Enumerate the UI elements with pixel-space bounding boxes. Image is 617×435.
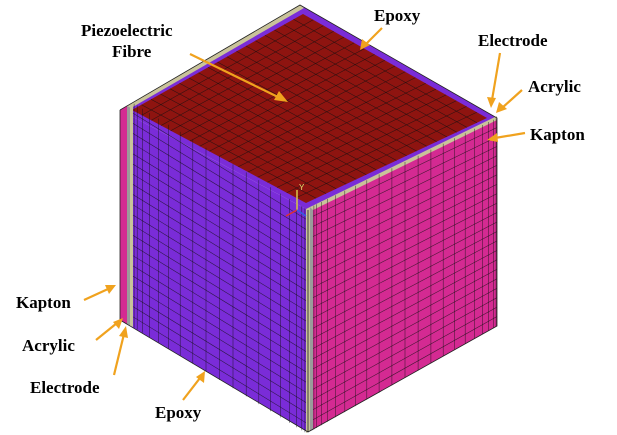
label-electrode-left: Electrode — [30, 378, 100, 397]
mesh-grid — [132, 19, 498, 433]
label-acrylic-top: Acrylic — [528, 77, 581, 96]
label-kapton-left: Kapton — [16, 293, 71, 312]
top-right-stripe-electrode — [310, 116, 497, 210]
arrow-kapton-left — [83, 288, 109, 301]
top-left-stripe-electrode — [127, 5, 304, 108]
arrowhead-electrode-left — [119, 326, 128, 338]
cube-faces — [120, 5, 497, 433]
arrowhead-kapton-left — [105, 285, 116, 294]
arrow-electrode-top — [490, 52, 502, 101]
left-stripe-kapton — [120, 106, 127, 324]
axis-triad: Y — [285, 183, 307, 217]
label-electrode-top: Electrode — [478, 31, 548, 50]
right-face-mesh — [312, 118, 498, 430]
arrow-acrylic-top — [501, 89, 523, 109]
label-piezo-line2: Fibre — [112, 42, 152, 61]
label-epoxy-bottom: Epoxy — [155, 403, 202, 422]
arrow-epoxy-bottom — [182, 377, 201, 401]
arrow-acrylic-left — [95, 322, 118, 341]
arrow-kapton-right — [494, 131, 526, 140]
arrow-piezo-fibre — [189, 53, 281, 99]
arrowhead-acrylic-left — [113, 318, 123, 329]
arrowhead-kapton-right — [487, 133, 498, 142]
front-stripe-acrylic — [310, 206, 313, 431]
arrowhead-epoxy-bottom — [196, 371, 205, 383]
arrowhead-electrode-top — [487, 97, 496, 108]
arrow-epoxy-top — [364, 27, 383, 46]
left-stripe-acrylic — [127, 104, 130, 326]
top-face-mesh — [141, 19, 478, 199]
axis-y-label: Y — [299, 183, 305, 192]
left-face-mesh — [132, 103, 307, 433]
label-kapton-right: Kapton — [530, 125, 585, 144]
arrowhead-acrylic-top — [496, 102, 507, 113]
label-piezo-line1: Piezoelectric — [81, 21, 173, 40]
left-stripe-electrode — [130, 103, 133, 327]
annotation-labels: Piezoelectric Fibre Epoxy Electrode Acry… — [16, 6, 585, 422]
arrowhead-piezo-fibre — [274, 91, 288, 102]
arrowhead-epoxy-top — [360, 39, 370, 50]
label-acrylic-left: Acrylic — [22, 336, 75, 355]
label-epoxy-top: Epoxy — [374, 6, 421, 25]
left-face-epoxy — [120, 110, 308, 432]
annotation-arrows — [83, 27, 526, 401]
arrow-electrode-left — [112, 333, 126, 376]
